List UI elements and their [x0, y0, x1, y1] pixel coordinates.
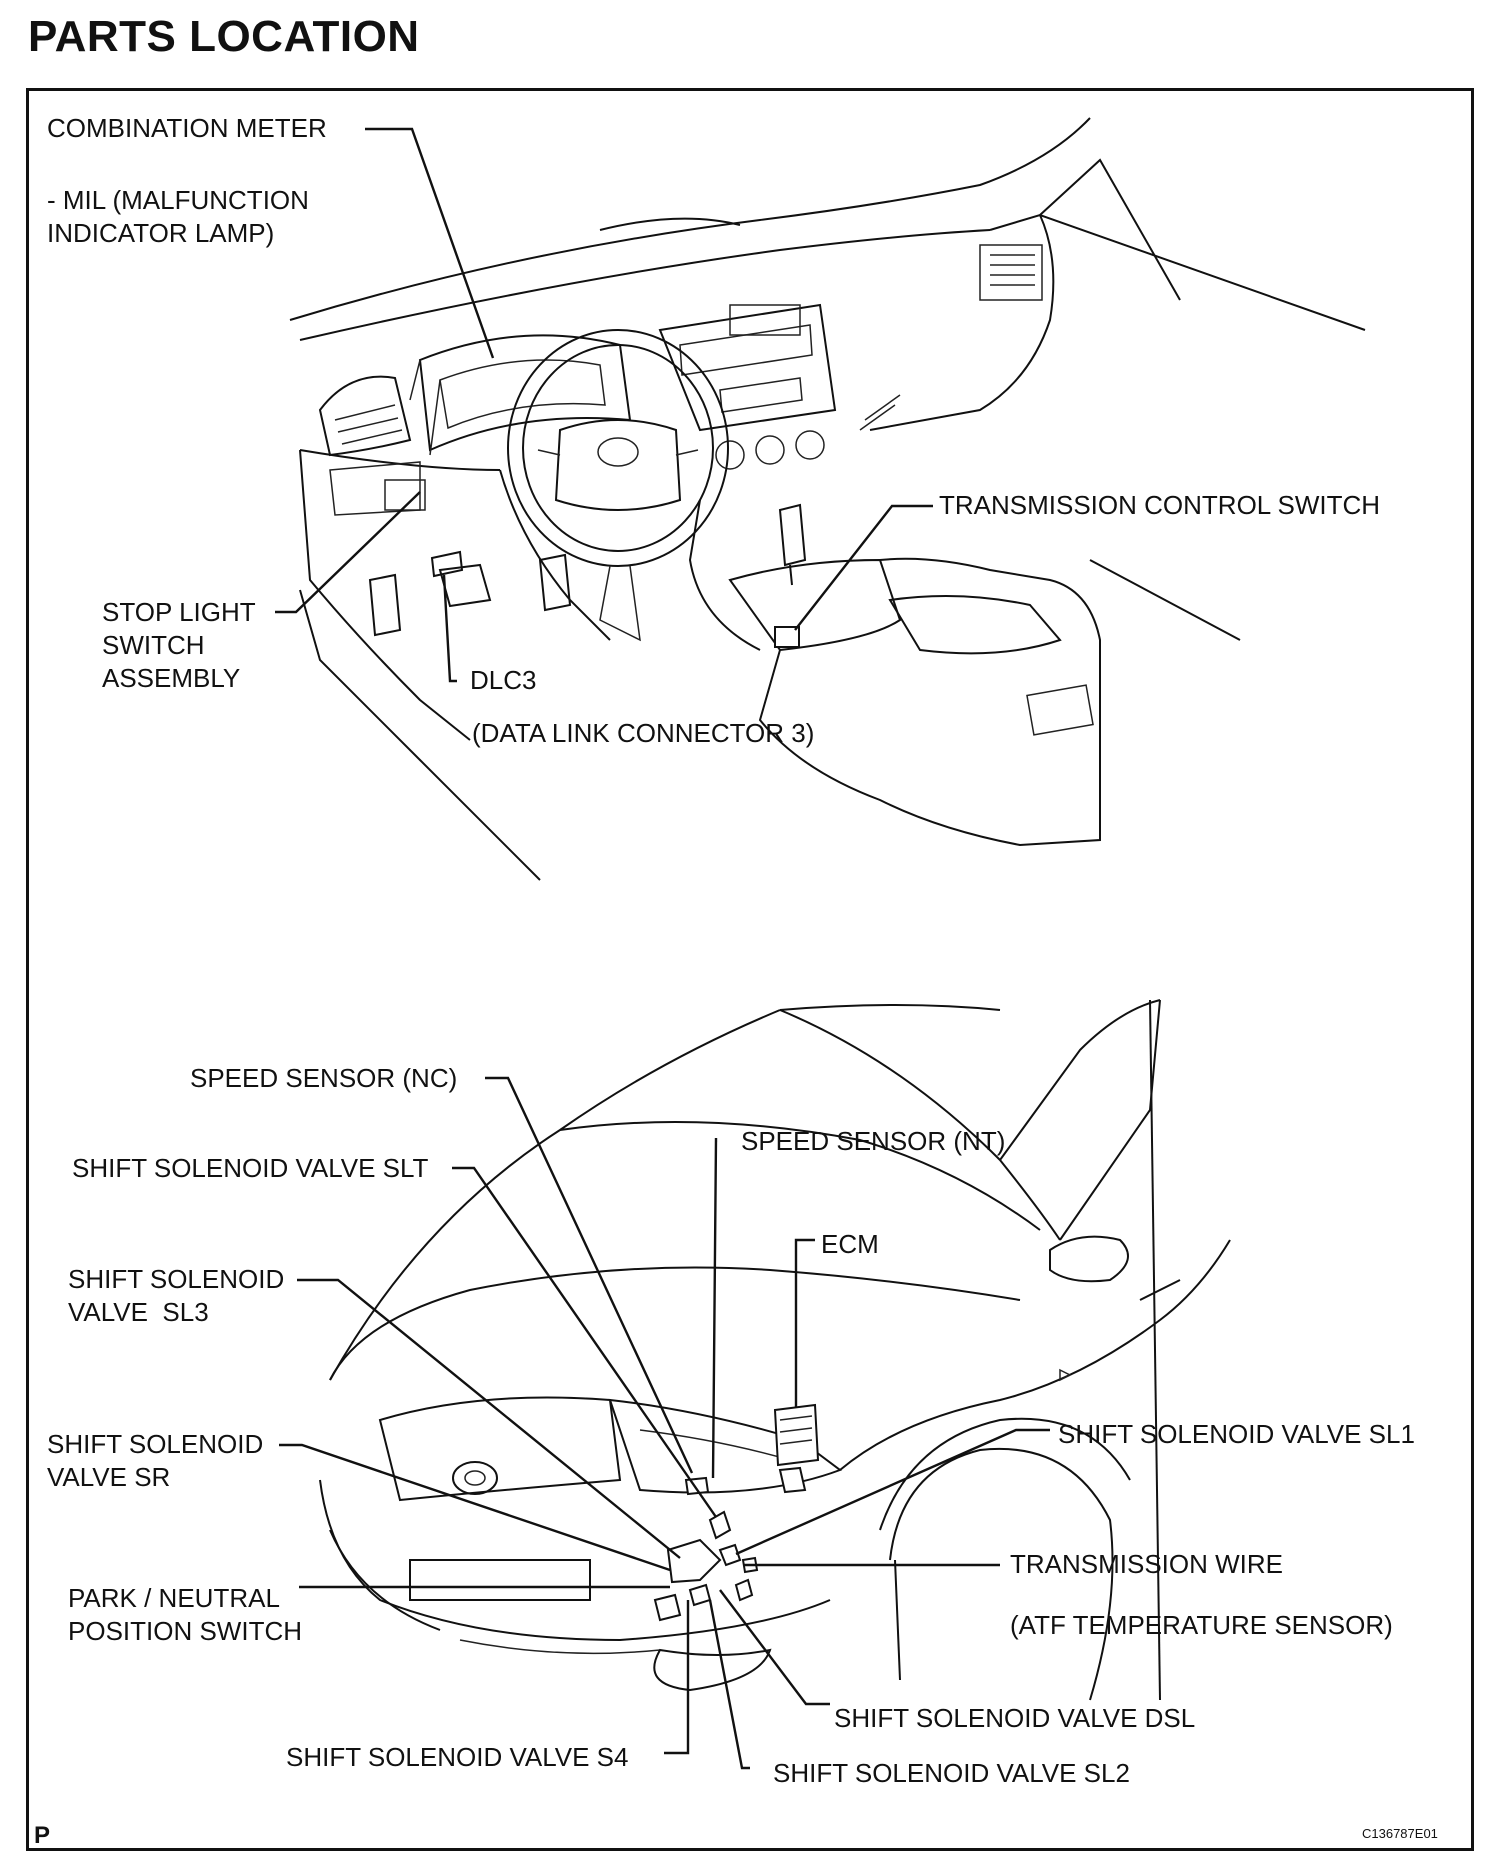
label-speed-sensor-nt: SPEED SENSOR (NT) [741, 1126, 1006, 1156]
label-shift-solenoid-sl3: SHIFT SOLENOID VALVE SL3 [68, 1264, 285, 1327]
label-combination-meter: COMBINATION METER [47, 113, 327, 143]
diagram-frame [26, 88, 1474, 1851]
label-shift-solenoid-dsl: SHIFT SOLENOID VALVE DSL [834, 1703, 1196, 1733]
label-shift-solenoid-sl2: SHIFT SOLENOID VALVE SL2 [773, 1758, 1130, 1788]
label-shift-solenoid-slt: SHIFT SOLENOID VALVE SLT [72, 1153, 429, 1183]
label-shift-solenoid-sl1: SHIFT SOLENOID VALVE SL1 [1058, 1419, 1415, 1449]
vehicle-illustration [319, 999, 1231, 1701]
label-speed-sensor-nc: SPEED SENSOR (NC) [190, 1063, 458, 1093]
figure-code: C136787E01 [1362, 1826, 1438, 1841]
label-atf-temp-sensor: (ATF TEMPERATURE SENSOR) [1010, 1610, 1393, 1640]
label-shift-solenoid-s4: SHIFT SOLENOID VALVE S4 [286, 1742, 629, 1772]
leader-lines [275, 127, 1050, 1770]
page-mark: P [34, 1822, 51, 1849]
label-mil: - MIL (MALFUNCTION INDICATOR LAMP) [47, 185, 309, 248]
page-title: PARTS LOCATION [28, 12, 420, 61]
label-transmission-wire: TRANSMISSION WIRE [1010, 1549, 1284, 1579]
label-park-neutral-switch: PARK / NEUTRAL POSITION SWITCH [68, 1583, 302, 1646]
label-shift-solenoid-sr: SHIFT SOLENOID VALVE SR [47, 1429, 264, 1492]
label-transmission-control-switch: TRANSMISSION CONTROL SWITCH [939, 490, 1381, 520]
label-dlc3-full: (DATA LINK CONNECTOR 3) [472, 718, 815, 748]
label-dlc3: DLC3 [470, 665, 537, 695]
label-stop-light-switch: STOP LIGHT SWITCH ASSEMBLY [102, 597, 256, 693]
label-ecm: ECM [821, 1229, 879, 1259]
